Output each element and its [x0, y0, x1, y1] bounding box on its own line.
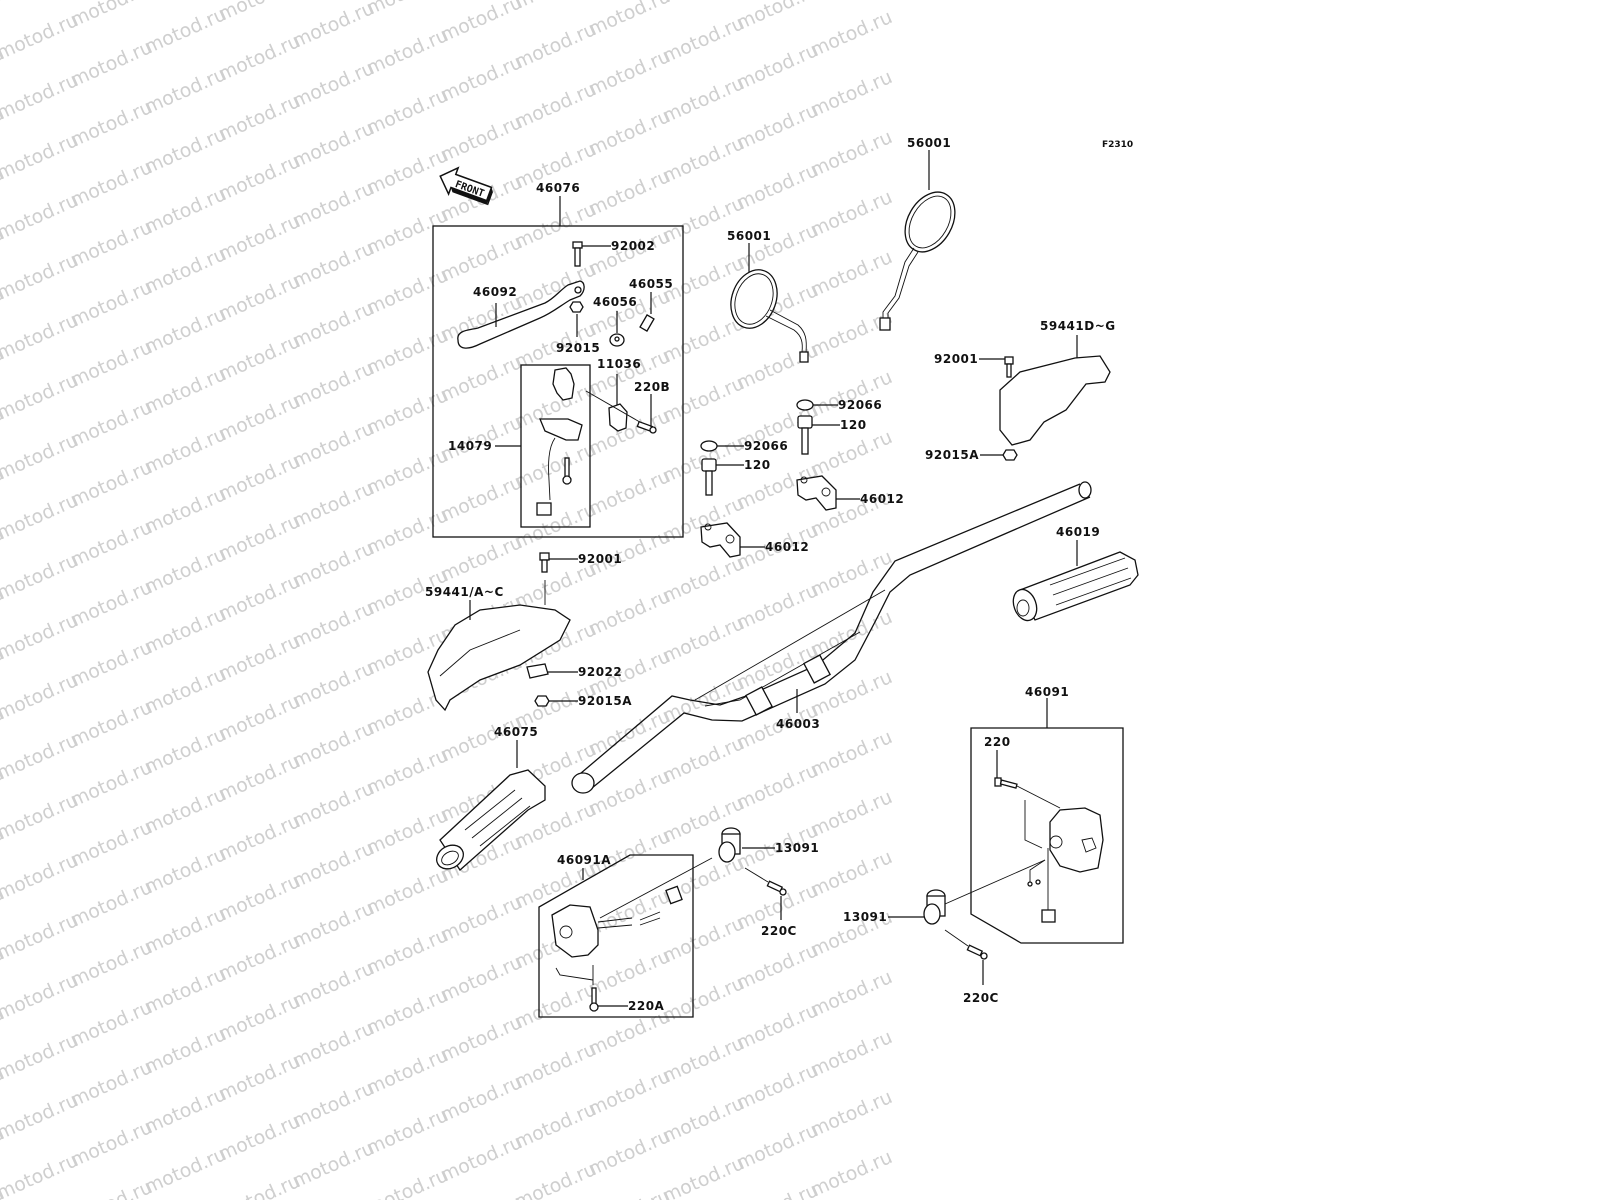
svg-text:92015A: 92015A: [925, 448, 979, 462]
svg-text:120: 120: [744, 458, 771, 472]
clamp-13091-left: 13091: [718, 827, 819, 863]
screw-220C-right: 220C: [944, 929, 999, 1005]
svg-text:46012: 46012: [860, 492, 904, 506]
mirror-left-56001: 56001: [727, 229, 809, 363]
svg-text:92001: 92001: [578, 552, 622, 566]
svg-text:46091: 46091: [1025, 685, 1069, 699]
bolt-92002: 92002: [572, 239, 655, 267]
svg-text:92015: 92015: [556, 341, 600, 355]
svg-text:59441D~G: 59441D~G: [1040, 319, 1116, 333]
svg-text:120: 120: [840, 418, 867, 432]
nut-46056: 46056: [593, 295, 637, 347]
grip-left-46075: 46075: [436, 725, 546, 871]
svg-text:56001: 56001: [727, 229, 771, 243]
adjuster-46055: 46055: [629, 277, 673, 332]
svg-text:220C: 220C: [963, 991, 999, 1005]
washer-92066-b: 92066: [700, 439, 788, 453]
svg-text:13091: 13091: [775, 841, 819, 855]
svg-text:46019: 46019: [1056, 525, 1100, 539]
svg-text:92002: 92002: [611, 239, 655, 253]
svg-text:56001: 56001: [907, 136, 951, 150]
guard-right-59441D-G: 59441D~G 92001 92015A: [925, 319, 1116, 462]
bolt-120-a: 120: [797, 415, 867, 455]
svg-text:13091: 13091: [843, 910, 887, 924]
washer-92066-a: 92066: [796, 398, 882, 412]
svg-text:46055: 46055: [629, 277, 673, 291]
holder-11036: 11036: [585, 357, 646, 432]
grip-right-46019: 46019: [1012, 525, 1139, 622]
svg-text:92066: 92066: [838, 398, 882, 412]
svg-text:92066: 92066: [744, 439, 788, 453]
svg-text:220A: 220A: [628, 999, 665, 1013]
nut-92015: 92015: [556, 301, 600, 355]
svg-text:46012: 46012: [765, 540, 809, 554]
svg-text:92022: 92022: [578, 665, 622, 679]
screw-220C-left: 220C: [744, 867, 797, 938]
mirror-right-56001: 56001: [879, 136, 956, 331]
svg-text:46091A: 46091A: [557, 853, 611, 867]
svg-text:46075: 46075: [494, 725, 538, 739]
switch-14079: 14079: [448, 367, 583, 516]
svg-text:11036: 11036: [597, 357, 641, 371]
clamp-13091-right: 13091: [843, 859, 1046, 925]
svg-text:46003: 46003: [776, 717, 820, 731]
lever-46092: 46092: [457, 280, 585, 349]
switch-left-assembly-46091A: 46091A 220A: [538, 853, 713, 1018]
figure-code: F2310: [1102, 140, 1133, 150]
handlebar-46003: 46003: [571, 481, 1092, 794]
clutch-lever-assembly: 46076 92002 46092 92015 46056: [432, 181, 684, 538]
front-arrow-icon: FRONT: [439, 166, 493, 206]
svg-text:92001: 92001: [934, 352, 978, 366]
bolt-120-b: 120: [701, 458, 771, 496]
switch-right-assembly-46091: 46091 220: [970, 685, 1124, 944]
label-46076: 46076: [536, 181, 580, 195]
holder-46012-b: 46012: [700, 522, 809, 558]
svg-text:46092: 46092: [473, 285, 517, 299]
svg-text:220C: 220C: [761, 924, 797, 938]
svg-text:220B: 220B: [634, 380, 670, 394]
holder-46012-a: 46012: [796, 475, 904, 511]
svg-text:92015A: 92015A: [578, 694, 632, 708]
guard-left-59441-A-C: 59441/A~C 92001 92022 92015A: [425, 552, 632, 712]
svg-text:220: 220: [984, 735, 1011, 749]
screw-220B: 220B: [634, 380, 670, 434]
svg-text:14079: 14079: [448, 439, 492, 453]
svg-text:46056: 46056: [593, 295, 637, 309]
svg-text:59441/A~C: 59441/A~C: [425, 585, 504, 599]
